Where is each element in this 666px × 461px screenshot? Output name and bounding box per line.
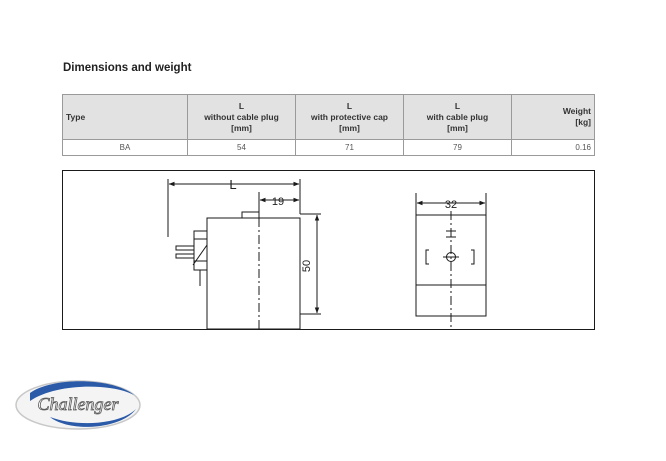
terminal-bracket-left xyxy=(425,249,429,265)
drawing-svg: L 19 50 32 xyxy=(167,177,487,329)
dimension-label-19: 19 xyxy=(272,196,284,208)
logo-text: Challenger xyxy=(38,394,120,414)
front-view xyxy=(415,193,487,329)
logo-swoosh-bottom xyxy=(50,409,136,427)
logo-swoosh-top xyxy=(30,381,134,401)
cell-l-without-plug: 54 xyxy=(187,139,296,156)
header-label: Type xyxy=(66,111,86,122)
cell-weight: 0.16 xyxy=(511,139,595,156)
column-header-l-with-plug: L with cable plug [mm] xyxy=(403,94,512,140)
cell-type: BA xyxy=(62,139,188,156)
connector-block xyxy=(193,230,208,271)
column-header-weight: Weight [kg] xyxy=(511,94,595,140)
connector-pin-upper xyxy=(175,245,195,251)
coil-top-cap xyxy=(241,211,260,219)
dimension-label-l: L xyxy=(229,177,236,192)
logo-svg: Challenger xyxy=(15,380,141,430)
table-header-row: Type L without cable plug [mm] L with pr… xyxy=(62,94,595,140)
cell-l-with-plug: 79 xyxy=(403,139,512,156)
column-header-type: Type xyxy=(62,94,188,140)
connector-pin-lower xyxy=(175,253,195,259)
dimension-label-32: 32 xyxy=(445,199,457,211)
dimension-label-50: 50 xyxy=(301,260,313,272)
column-header-l-protective-cap: L with protective cap [mm] xyxy=(295,94,404,140)
column-header-l-without-plug: L without cable plug [mm] xyxy=(187,94,296,140)
side-view xyxy=(167,179,321,329)
challenger-logo: Challenger xyxy=(12,373,144,435)
dimensions-table: Type L without cable plug [mm] L with pr… xyxy=(62,94,595,156)
cell-l-protective-cap: 71 xyxy=(295,139,404,156)
section-title: Dimensions and weight xyxy=(63,62,192,74)
coil-body-side xyxy=(206,217,301,329)
table-row: BA 54 71 79 0.16 xyxy=(62,139,595,156)
technical-drawing: L 19 50 32 xyxy=(62,170,595,330)
terminal-bracket-right xyxy=(471,249,475,265)
